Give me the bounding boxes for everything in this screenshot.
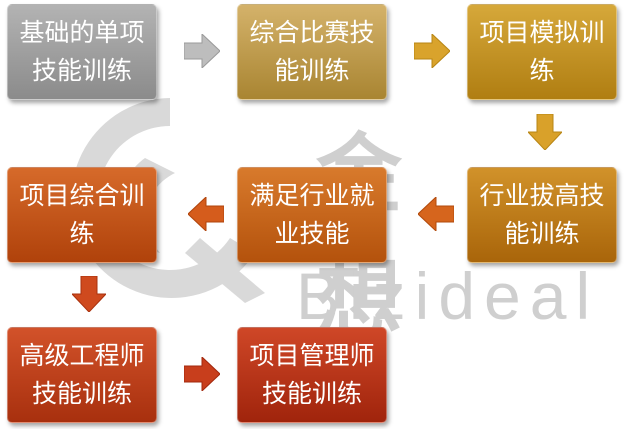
step-label-line: 技能训练 [31, 379, 132, 408]
step-senior-engineer: 高级工程师 技能训练 [7, 327, 157, 423]
step-label-line: 高级工程师 [19, 341, 145, 370]
arrow-down-icon [528, 114, 562, 150]
step-label-line: 技能训练 [261, 379, 362, 408]
step-label-line: 业技能 [274, 219, 350, 248]
step-label-line: 能训练 [504, 219, 580, 248]
step-label-line: 项目综合训 [19, 181, 145, 210]
step-label-line: 基础的单项 [19, 18, 145, 47]
step-label-line: 行业拔高技 [479, 181, 605, 210]
step-label-line: 能训练 [274, 56, 350, 85]
step-basic-single-skill: 基础的单项 技能训练 [7, 4, 157, 100]
step-label-line: 技能训练 [31, 56, 132, 85]
step-label-line: 项目模拟训 [479, 18, 605, 47]
step-label-line: 满足行业就 [249, 181, 375, 210]
step-label-line: 综合比赛技 [249, 18, 375, 47]
arrow-right-icon [184, 357, 220, 391]
step-industry-advanced-skill: 行业拔高技 能训练 [467, 167, 617, 263]
arrow-left-icon [188, 197, 224, 231]
arrow-left-icon [418, 197, 454, 231]
step-project-comprehensive: 项目综合训 练 [7, 167, 157, 263]
step-label-line: 练 [69, 219, 95, 248]
arrow-down-icon [72, 276, 106, 312]
step-project-manager: 项目管理师 技能训练 [237, 327, 387, 423]
watermark-text: Bizideal [296, 259, 600, 333]
step-competition-skill: 综合比赛技 能训练 [237, 4, 387, 100]
step-label-line: 练 [529, 56, 555, 85]
arrow-right-icon [184, 34, 220, 68]
step-label-line: 项目管理师 [249, 341, 375, 370]
step-employment-skill: 满足行业就 业技能 [237, 167, 387, 263]
step-project-simulation: 项目模拟训 练 [467, 4, 617, 100]
arrow-right-icon [414, 34, 450, 68]
